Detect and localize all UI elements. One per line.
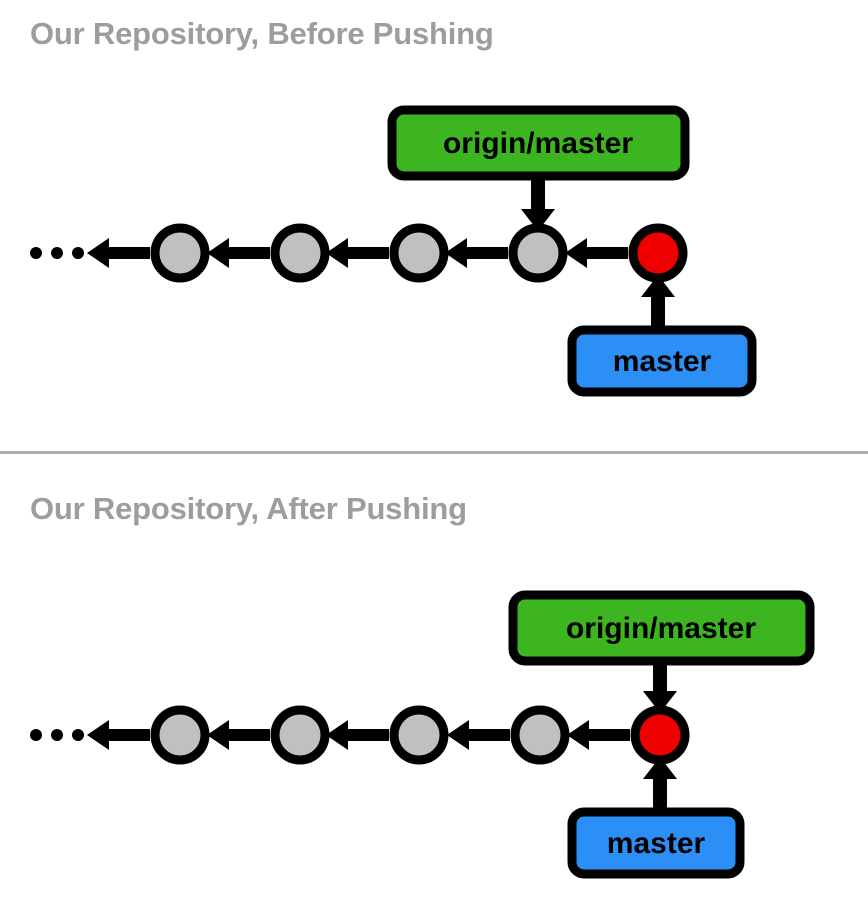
ref-label-origin-master: origin/master [566,612,756,645]
commit-node [150,223,210,283]
commit-node [270,705,330,765]
ref-box-master-before[interactable]: master [567,325,757,397]
master-arrow-after [643,757,677,812]
commit-node [270,223,330,283]
origin-master-arrow-after [643,661,677,713]
commit-node [389,223,449,283]
panel-title-before: Our Repository, Before Pushing [30,16,494,51]
commit-node [150,705,210,765]
ref-label-master: master [613,345,712,378]
ref-label-origin-master: origin/master [443,127,633,160]
commit-parent-arrows-after [87,720,630,750]
ref-label-master: master [607,827,706,860]
ref-box-origin-master-after[interactable]: origin/master [508,590,815,666]
panel-divider [0,451,868,454]
commit-graph-before: origin/master master [30,105,757,397]
panel-title-after: Our Repository, After Pushing [30,491,467,526]
origin-master-arrow-before [521,176,555,231]
commit-node [510,705,570,765]
commit-node [508,223,568,283]
commit-node-head [628,223,688,283]
ellipsis-dots-before [30,247,84,259]
commit-node [389,705,449,765]
commit-parent-arrows-before [87,238,628,268]
ellipsis-dots-after [30,729,84,741]
panel-before-pushing: Our Repository, Before Pushing [0,0,868,452]
commit-nodes-after [150,705,690,765]
master-arrow-before [641,275,675,330]
commit-graph-after: origin/master master [30,590,815,879]
ref-box-master-after[interactable]: master [567,807,745,879]
ref-box-origin-master-before[interactable]: origin/master [387,105,690,181]
panel-after-pushing: Our Repository, After Pushing [0,455,868,908]
commit-node-head [630,705,690,765]
